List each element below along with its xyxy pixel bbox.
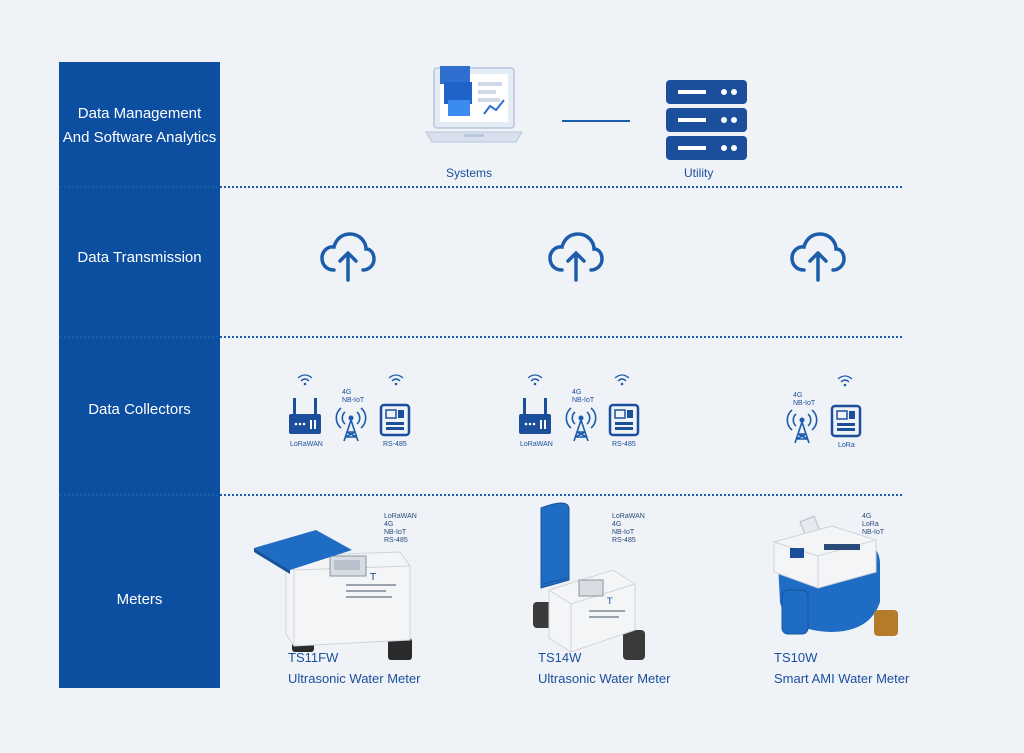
cloud-upload-icon: [790, 232, 846, 282]
protocol-item: NB-IoT: [384, 529, 407, 536]
protocol-item: NB-IoT: [612, 529, 635, 536]
protocol-item: RS-485: [612, 537, 636, 544]
protocol-list: LoRaWAN 4G NB-IoT RS-485: [612, 513, 645, 545]
row-label-line: Data Management: [77, 105, 202, 122]
laptop-analytics-icon: [425, 66, 523, 143]
cell-tower-label-top: 4G: [342, 389, 352, 396]
protocol-item: NB-IoT: [862, 529, 885, 536]
wifi-icon: [837, 375, 853, 387]
module-label: LoRa: [838, 442, 855, 449]
rs485-module-icon: [379, 403, 411, 437]
cell-tower-label-bottom: NB-IoT: [342, 397, 365, 404]
wifi-icon: [527, 374, 543, 386]
cell-tower-icon: [786, 409, 818, 444]
wifi-icon: [297, 374, 313, 386]
meter-description: Smart AMI Water Meter: [774, 671, 910, 686]
protocol-item: 4G: [862, 513, 872, 520]
gateway-label: LoRaWAN: [290, 441, 323, 448]
protocol-item: LoRaWAN: [384, 513, 417, 520]
cell-tower-icon: [565, 407, 597, 442]
wifi-icon: [388, 374, 404, 386]
meter-description: Ultrasonic Water Meter: [288, 671, 421, 686]
protocol-item: 4G: [384, 521, 394, 528]
ts10w-meter-image: [773, 515, 898, 636]
row-separator: [59, 336, 902, 338]
row-label-data-management: Data Management And Software Analytics: [59, 90, 220, 162]
server-rack-icon: [666, 80, 747, 160]
meter-model: TS10W: [774, 650, 818, 665]
lorawan-gateway-icon: [519, 398, 551, 434]
ts11fw-meter-image: T: [254, 530, 412, 660]
cell-tower-label-top: 4G: [793, 392, 803, 399]
meter-model: TS14W: [538, 650, 582, 665]
row-label-data-collectors: Data Collectors: [88, 401, 191, 418]
row-label-data-transmission: Data Transmission: [77, 249, 202, 266]
ts14w-meter-image: T: [533, 502, 645, 660]
meter-description: Ultrasonic Water Meter: [538, 671, 671, 686]
rs485-module-icon: [608, 403, 640, 437]
protocol-list: LoRaWAN 4G NB-IoT RS-485: [384, 513, 417, 545]
cell-tower-label-top: 4G: [572, 389, 582, 396]
cloud-upload-icon: [320, 232, 376, 282]
svg-text:T: T: [369, 572, 377, 583]
meter-model: TS11FW: [288, 650, 339, 665]
protocol-list: 4G LoRa NB-IoT: [862, 513, 884, 537]
lora-module-icon: [830, 404, 862, 438]
protocol-item: LoRaWAN: [612, 513, 645, 520]
module-label: RS-485: [612, 441, 636, 448]
utility-label: Utility: [684, 166, 714, 180]
protocol-item: 4G: [612, 521, 622, 528]
cell-tower-label-bottom: NB-IoT: [793, 400, 816, 407]
gateway-label: LoRaWAN: [520, 441, 553, 448]
protocol-item: LoRa: [862, 521, 879, 528]
left-category-bar: [59, 62, 220, 688]
module-label: RS-485: [383, 441, 407, 448]
svg-text:T: T: [606, 597, 613, 607]
cell-tower-label-bottom: NB-IoT: [572, 397, 595, 404]
row-separator: [59, 494, 902, 496]
cell-tower-icon: [335, 407, 367, 442]
systems-label: Systems: [446, 166, 493, 180]
cloud-upload-icon: [548, 232, 604, 282]
row-separator: [59, 186, 902, 188]
wifi-icon: [614, 374, 630, 386]
lorawan-gateway-icon: [289, 398, 321, 434]
connector-line: [562, 120, 630, 122]
row-label-meters: Meters: [116, 591, 163, 608]
protocol-item: RS-485: [384, 537, 408, 544]
row-label-line: And Software Analytics: [62, 129, 217, 146]
